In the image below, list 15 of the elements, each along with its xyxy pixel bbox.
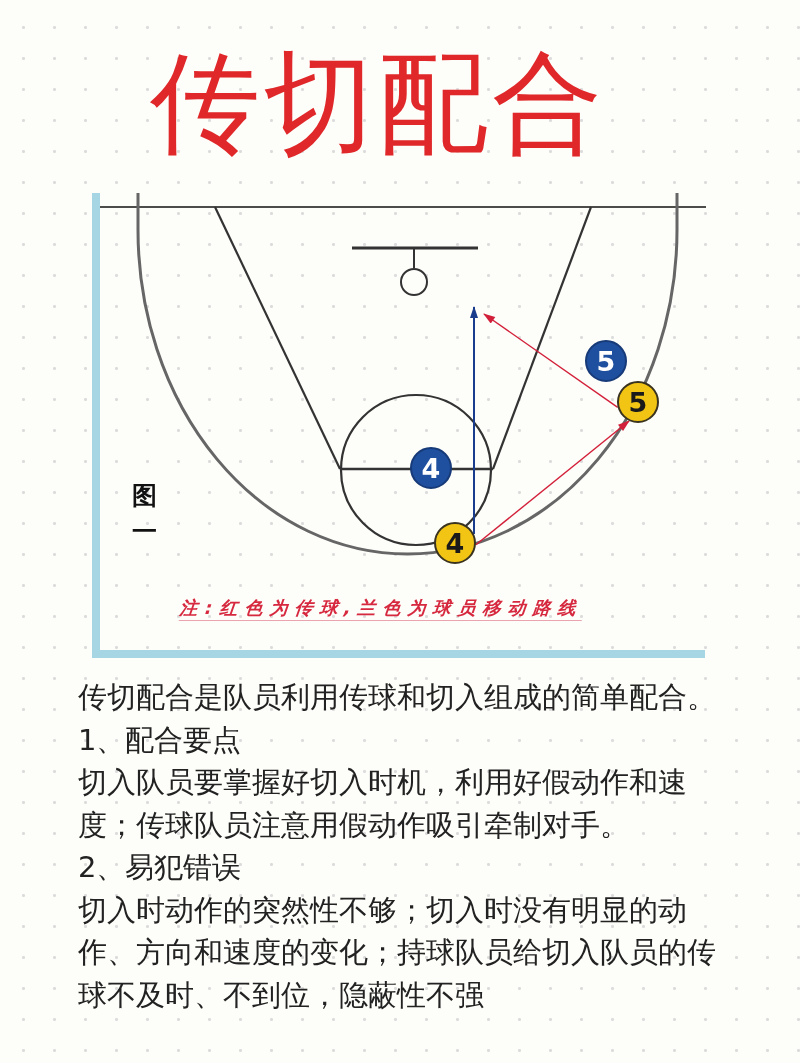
note-text: 注:红色为传球,兰色为球员移动路线 <box>178 596 585 621</box>
paragraph: 切入时动作的突然性不够；切入时没有明显的动作、方向和速度的变化；持球队员给切入队员的传球不及时、不到位，隐蔽性不强 <box>78 891 717 1014</box>
arrow <box>475 420 630 546</box>
arrow <box>470 306 478 536</box>
section-heading: 2、易犯错误 <box>78 849 243 886</box>
paragraph: 传切配合是队员利用传球和切入组成的简单配合。 <box>78 679 717 716</box>
player-marker: 4 <box>434 522 476 564</box>
player-marker: 5 <box>617 381 659 423</box>
player-marker: 5 <box>585 340 627 382</box>
arrow <box>483 313 619 409</box>
player-marker: 4 <box>410 447 452 489</box>
figure-label: 图一 <box>132 480 158 548</box>
title: 传切配合 <box>150 40 606 166</box>
paragraph: 切入队员要掌握好切入时机，利用好假动作和速度；传球队员注意用假动作吸引牵制对手。 <box>78 764 688 844</box>
section-heading: 1、配合要点 <box>78 721 243 759</box>
